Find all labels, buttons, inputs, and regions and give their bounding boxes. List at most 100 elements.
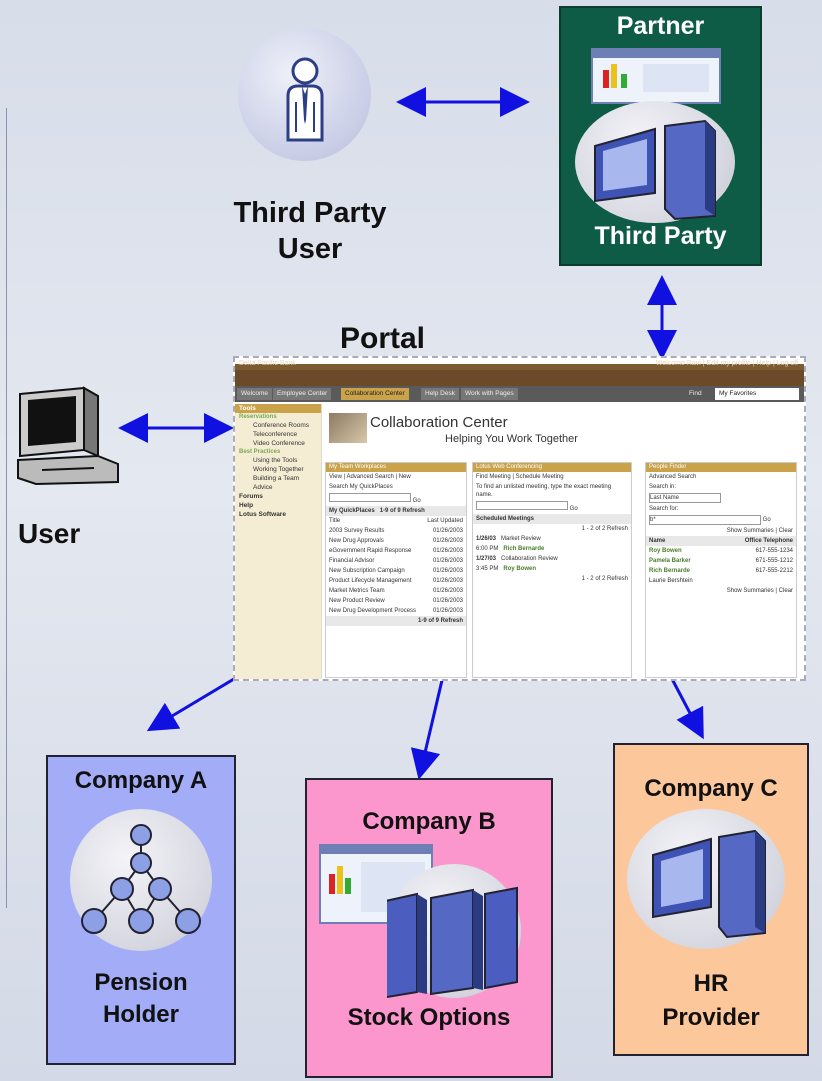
panel-team-workplaces: My Team Workplaces View | Advanced Searc…	[325, 462, 467, 678]
sidebar-item-using-tools[interactable]: Using the Tools	[253, 457, 298, 464]
panel-header: People Finder	[646, 463, 796, 472]
portal-brand: Delta Pacific Bank	[239, 360, 296, 367]
panel-people-finder: People Finder Advanced Search Search in:…	[645, 462, 797, 678]
panel-footer[interactable]: Show Summaries | Clear	[726, 588, 793, 594]
panel-header: My Team Workplaces	[326, 463, 466, 472]
company-c-box: Company C HR Provider	[613, 743, 809, 1056]
list-item: 6:00 PM Rich Bernarde	[476, 546, 545, 552]
search-row: Go	[326, 492, 466, 506]
go-button[interactable]: Go	[762, 517, 771, 523]
sidebar-item-forums[interactable]: Forums	[239, 493, 263, 500]
computer-icon	[652, 829, 766, 939]
tab-collaboration-center[interactable]: Collaboration Center	[341, 388, 409, 400]
sidebar-item-building-team[interactable]: Building a Team	[253, 475, 300, 482]
quickplace-search-input[interactable]	[329, 493, 411, 502]
company-c-circle	[627, 809, 785, 949]
sidebar-item-video-conference[interactable]: Video Conference	[253, 440, 305, 447]
third-party-user-label: Third Party User	[233, 197, 387, 265]
panel-links[interactable]: View | Advanced Search | New	[329, 474, 411, 480]
partner-computer-circle	[575, 101, 735, 223]
partner-subtitle: Third Party	[594, 222, 727, 250]
go-button[interactable]: Go	[569, 506, 578, 512]
portal-user-links[interactable]: Welcome Ravi | Edit my profile | Help | …	[655, 360, 798, 367]
company-b-circle	[380, 864, 521, 1000]
portal-find-link[interactable]: Find	[689, 390, 702, 397]
collaboration-title: Collaboration Center	[370, 414, 508, 431]
third-party-user-circle	[238, 28, 371, 161]
sidebar-item-help[interactable]: Help	[239, 502, 254, 509]
portal-label: Portal	[340, 322, 426, 355]
tab-employee-center[interactable]: Employee Center	[273, 388, 332, 400]
meeting-instructions: To find an unlisted meeting, type the ex…	[476, 484, 612, 498]
company-a-subtitle: Pension Holder	[94, 969, 188, 1028]
company-a-title: Company A	[74, 767, 208, 794]
portal-top-bar: Delta Pacific Bank Welcome Ravi | Edit m…	[235, 360, 804, 386]
partner-title: Partner	[616, 12, 705, 40]
column-headers: Title Last Updated	[329, 518, 463, 524]
portal-sidebar: Tools Reservations Conference Rooms Tele…	[235, 404, 322, 679]
refresh-link[interactable]: Refresh	[402, 508, 425, 514]
sidebar-item-lotus[interactable]: Lotus Software	[239, 511, 286, 518]
people-search-input[interactable]: b*	[649, 515, 761, 525]
panel-web-conferencing: Lotus Web Conferencing Find Meeting | Sc…	[472, 462, 632, 678]
search-in-select[interactable]: Last Name	[646, 492, 796, 504]
panel-header: Lotus Web Conferencing	[473, 463, 631, 472]
portal-tab-bar: Welcome Employee Center Collaboration Ce…	[235, 386, 804, 402]
company-a-box: Company A Pension H	[46, 755, 236, 1065]
collaboration-subtitle: Helping You Work Together	[445, 433, 578, 445]
section-header: Scheduled Meetings	[473, 514, 631, 524]
sidebar-item-conference-rooms[interactable]: Conference Rooms	[253, 422, 309, 429]
company-b-title: Company B	[362, 808, 496, 835]
summaries-links[interactable]: Show Summaries | Clear	[726, 528, 793, 534]
network-hierarchy-icon	[81, 824, 201, 934]
person-icon	[286, 57, 324, 142]
company-b-subtitle: Stock Options	[347, 1004, 511, 1031]
tab-help-desk[interactable]: Help Desk	[421, 388, 459, 400]
go-button[interactable]: Go	[412, 498, 421, 504]
company-b-box: Company B Stock Options	[305, 778, 553, 1078]
company-c-title: Company C	[644, 775, 778, 802]
meeting-count: 1 - 2 of 2 Refresh	[581, 526, 628, 532]
sidebar-item-advice[interactable]: Advice	[253, 484, 273, 491]
sidebar-group-best-practices[interactable]: Best Practices	[239, 449, 281, 455]
company-a-circle	[70, 809, 212, 951]
list-item[interactable]: 1/26/03 Market Review	[476, 536, 541, 542]
search-row: b* Go	[646, 514, 796, 526]
sidebar-header: Tools	[235, 404, 321, 413]
tab-welcome[interactable]: Welcome	[237, 388, 272, 400]
sidebar-item-teleconference[interactable]: Teleconference	[253, 431, 298, 438]
search-label: Search My QuickPlaces	[329, 484, 393, 490]
partner-app-window	[591, 48, 721, 104]
section-header: My QuickPlaces 1-9 of 9 Refresh	[326, 506, 466, 516]
panel-footer: 1-9 of 9 Refresh	[326, 616, 466, 626]
search-in-label: Search in:	[649, 484, 677, 490]
sidebar-item-working-together[interactable]: Working Together	[253, 466, 304, 473]
list-item[interactable]: 1/27/03 Collaboration Review	[476, 556, 558, 562]
table-row[interactable]: Laurie Bershtein	[649, 578, 693, 584]
tab-work-with-pages[interactable]: Work with Pages	[461, 388, 518, 400]
favorites-select[interactable]: My Favorites	[715, 388, 799, 400]
desktop-computer-icon	[17, 386, 119, 486]
search-for-label: Search for:	[649, 506, 679, 512]
computer-icon	[594, 119, 716, 221]
search-row: Go	[473, 500, 631, 514]
sidebar-group-reservations[interactable]: Reservations	[239, 414, 277, 420]
meeting-search-input[interactable]	[476, 501, 568, 510]
server-rack-icon	[380, 886, 518, 1000]
panel-links[interactable]: Find Meeting | Schedule Meeting	[476, 474, 564, 480]
list-item: 3:45 PM Roy Bowen	[476, 566, 537, 572]
advanced-search-link[interactable]: Advanced Search	[649, 474, 697, 480]
